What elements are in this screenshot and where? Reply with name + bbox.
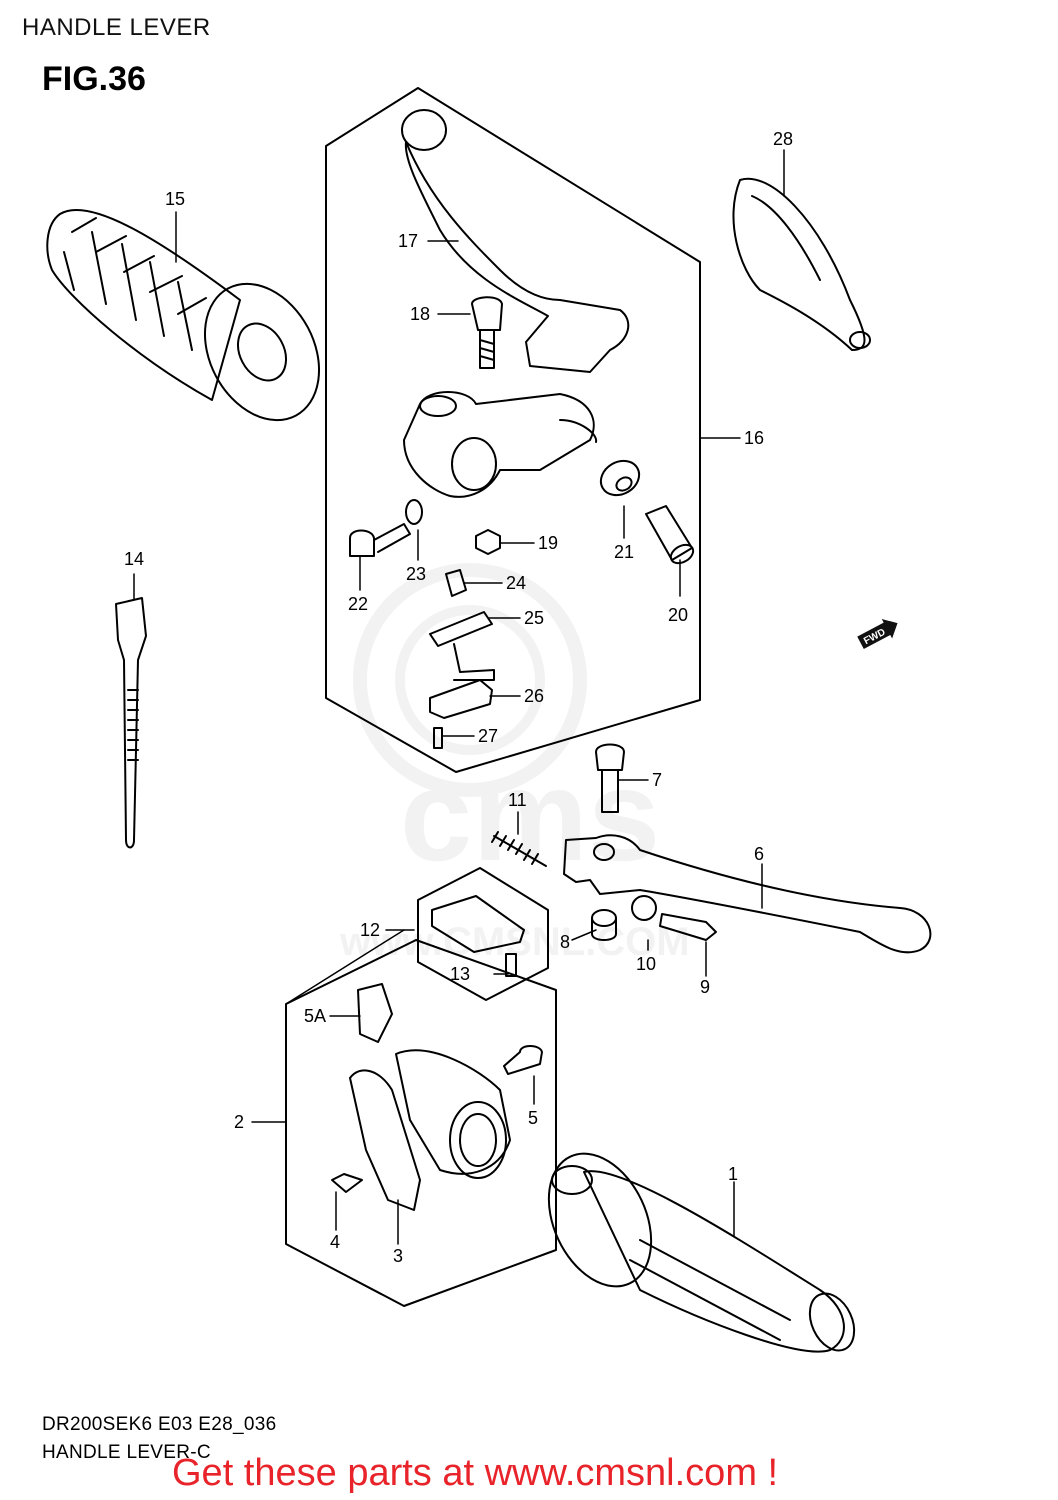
callout-20: 20	[668, 605, 688, 625]
callout-13: 13	[450, 964, 470, 984]
plate-part-25	[429, 611, 495, 681]
brake-lever-part-6	[563, 834, 932, 954]
collar-part-8	[591, 909, 617, 941]
group-frame-2	[285, 939, 557, 1307]
washer-part-23	[405, 499, 423, 525]
callout-24: 24	[506, 573, 526, 593]
callout-5: 5	[528, 1108, 538, 1128]
screw-part-9	[659, 913, 717, 941]
spring-part-11	[491, 831, 547, 867]
callout-labels: 15 17 18 16 28 19 21 20 23 22 24 25 26 2…	[124, 129, 793, 1266]
clutch-lever-part-17	[401, 109, 630, 373]
callout-6: 6	[754, 844, 764, 864]
adjuster-nut-part-21	[599, 459, 641, 497]
left-grip-part-15	[46, 208, 321, 422]
bolt-part-18	[471, 296, 503, 369]
block-part-26	[429, 679, 493, 719]
screw-part-27	[433, 727, 443, 749]
pivot-bolt-part-7	[595, 743, 625, 813]
throttle-housing-part-3	[349, 1049, 511, 1211]
cable-tie-part-14	[115, 597, 147, 849]
screw-part-13	[505, 953, 517, 977]
callout-9: 9	[700, 977, 710, 997]
callout-22: 22	[348, 594, 368, 614]
model-code: DR200SEK6 E03 E28_036	[42, 1414, 277, 1435]
leader-lines	[133, 149, 785, 1245]
diagram-name: HANDLE LEVER-C	[42, 1442, 211, 1463]
callout-15: 15	[165, 189, 185, 209]
clip-part-5a	[357, 983, 393, 1043]
callout-23: 23	[406, 564, 426, 584]
nut-part-10	[631, 895, 657, 921]
fwd-arrow-icon: FWD	[857, 619, 898, 650]
page-title: HANDLE LEVER	[22, 14, 211, 41]
lever-holder-part-16	[403, 391, 598, 498]
screw-part-4	[331, 1173, 363, 1193]
bolt-part-22	[349, 523, 411, 557]
callout-10: 10	[636, 954, 656, 974]
hand-guard-part-28	[732, 177, 871, 351]
callout-5a: 5A	[304, 1006, 326, 1026]
callout-25: 25	[524, 608, 544, 628]
callout-14: 14	[124, 549, 144, 569]
callout-1: 1	[728, 1164, 738, 1184]
callout-27: 27	[478, 726, 498, 746]
callout-8: 8	[560, 932, 570, 952]
callout-12: 12	[360, 920, 380, 940]
nut-part-19	[475, 529, 501, 555]
callout-7: 7	[652, 770, 662, 790]
figure-label: FIG.36	[42, 60, 146, 98]
callout-19: 19	[538, 533, 558, 553]
right-grip-part-1	[547, 1152, 856, 1353]
screw-part-5	[503, 1045, 543, 1075]
callout-28: 28	[773, 129, 793, 149]
callout-2: 2	[234, 1112, 244, 1132]
promo-link[interactable]: Get these parts at www.cmsnl.com !	[172, 1452, 779, 1494]
callout-3: 3	[393, 1246, 403, 1266]
group-frame-16	[325, 87, 701, 773]
callout-18: 18	[410, 304, 430, 324]
callout-11: 11	[508, 790, 527, 810]
callout-26: 26	[524, 686, 544, 706]
screw-part-24	[445, 569, 467, 597]
callout-17: 17	[398, 231, 418, 251]
group-frame-12	[417, 867, 549, 1001]
callout-4: 4	[330, 1232, 340, 1252]
callout-16: 16	[744, 428, 764, 448]
adjuster-bolt-part-20	[645, 505, 695, 565]
switch-part-12	[431, 895, 525, 953]
callout-21: 21	[614, 542, 634, 562]
